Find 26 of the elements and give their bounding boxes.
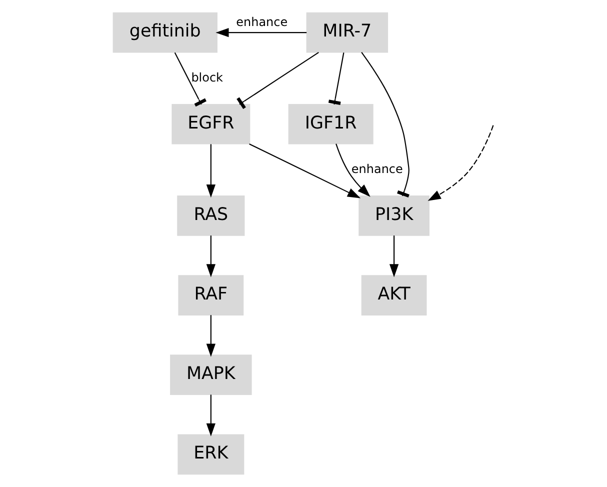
node-box: MIR-7 <box>306 12 388 53</box>
arrow <box>336 144 370 197</box>
edge-label: block <box>191 70 224 84</box>
node-box: RAF <box>178 275 244 316</box>
node-box: ERK <box>178 434 244 475</box>
node-box: PI3K <box>358 196 430 236</box>
node-box: AKT <box>361 275 427 316</box>
arrow <box>216 28 307 38</box>
arrow <box>389 236 399 278</box>
connector <box>174 52 206 107</box>
arrow <box>206 144 216 198</box>
arrow <box>206 315 216 357</box>
node-box: gefitinib <box>112 12 218 53</box>
connector <box>361 52 410 198</box>
arrow <box>206 236 216 278</box>
node-box: MAPK <box>170 354 252 396</box>
node-box: IGF1R <box>288 104 374 144</box>
arrow <box>206 394 216 436</box>
connector <box>328 52 344 105</box>
arrow <box>249 143 361 198</box>
node-box: EGFR <box>172 104 250 144</box>
edge-label: enhance <box>236 14 288 29</box>
node-box: RAS <box>177 196 245 236</box>
arrow <box>428 125 494 201</box>
connector <box>236 52 319 110</box>
edge-label: enhance <box>351 162 403 176</box>
